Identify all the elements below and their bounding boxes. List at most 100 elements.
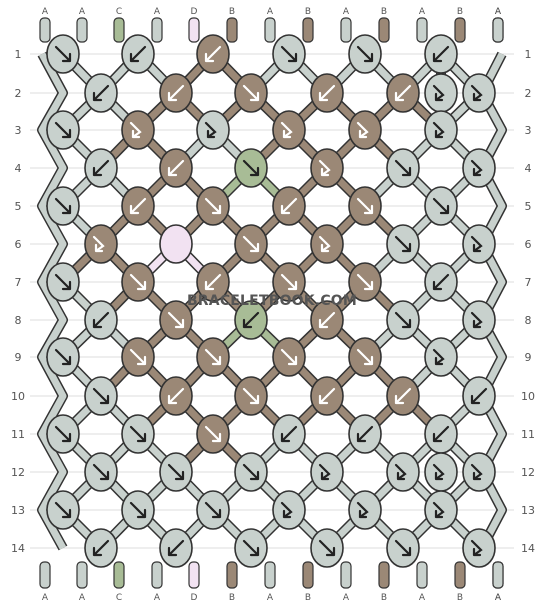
bottom-thread-label: A: [79, 593, 86, 603]
top-thread: [492, 17, 504, 43]
knot-arrow: [204, 501, 222, 519]
bottom-thread-label: A: [154, 593, 161, 603]
knot-arrow: [204, 197, 222, 215]
knot-arrow: [129, 273, 147, 291]
arrow-icon: [129, 425, 147, 443]
arrow-icon: [54, 273, 72, 291]
knot-arrow: [242, 387, 260, 405]
arrow-icon: [204, 121, 217, 139]
knot-arrow: [432, 45, 450, 63]
knot-arrow: [394, 159, 412, 177]
knot-arrow: [54, 348, 72, 366]
bottom-thread: [264, 561, 276, 589]
arrow-icon: [470, 387, 488, 405]
top-thread: [188, 17, 200, 43]
knot-arrow: [356, 273, 374, 291]
knot-arrow: [432, 501, 445, 519]
knot-arrow: [204, 425, 222, 443]
knot-arrow: [129, 348, 147, 366]
arrow-icon: [318, 387, 336, 405]
knot-arrow: [432, 273, 450, 291]
bottom-thread: [76, 561, 88, 589]
knot-arrow: [204, 121, 217, 139]
arrow-icon: [280, 121, 293, 139]
arrow-icon: [432, 84, 445, 102]
arrow-icon: [242, 539, 260, 557]
bottom-thread: [226, 561, 238, 589]
arrow-icon: [242, 84, 260, 102]
bottom-thread: [378, 561, 390, 589]
row-label-right: 14: [521, 542, 535, 555]
row-label-left: 11: [11, 428, 25, 441]
arrow-icon: [394, 84, 412, 102]
arrow-icon: [356, 45, 374, 63]
arrow-icon: [432, 463, 445, 481]
row-label-left: 4: [15, 162, 22, 175]
bottom-thread-label: B: [229, 593, 235, 603]
knot-arrow: [318, 387, 336, 405]
row-label-left: 2: [15, 87, 22, 100]
bottom-thread-label: D: [191, 593, 198, 603]
knot-arrow: [129, 121, 142, 139]
knot-arrow: [318, 463, 331, 481]
arrow-icon: [54, 121, 72, 139]
knot-arrow: [92, 159, 110, 177]
arrow-icon: [54, 348, 72, 366]
arrow-icon: [432, 425, 450, 443]
row-label-left: 3: [15, 124, 22, 137]
knot-arrow: [470, 463, 483, 481]
row-label-left: 7: [15, 276, 22, 289]
row-label-left: 13: [11, 504, 25, 517]
row-label-left: 5: [15, 200, 22, 213]
top-thread-label: A: [79, 7, 86, 17]
top-thread: [151, 17, 163, 43]
arrow-icon: [432, 121, 445, 139]
top-thread: [76, 17, 88, 43]
knot-arrow: [204, 45, 222, 63]
knot-arrow: [167, 387, 185, 405]
top-thread: [39, 17, 51, 43]
arrow-icon: [432, 273, 450, 291]
arrow-icon: [54, 501, 72, 519]
arrow-icon: [129, 273, 147, 291]
top-thread-label: B: [305, 7, 311, 17]
knot-arrow: [280, 501, 293, 519]
arrow-icon: [394, 235, 412, 253]
arrow-icon: [280, 197, 298, 215]
arrow-icon: [242, 463, 260, 481]
top-thread-label: A: [495, 7, 502, 17]
knot-arrow: [242, 84, 260, 102]
arrow-icon: [432, 501, 445, 519]
arrow-icon: [280, 273, 298, 291]
arrow-icon: [394, 539, 412, 557]
arrow-icon: [432, 45, 450, 63]
knot-arrow: [432, 463, 445, 481]
knot-arrow: [356, 348, 374, 366]
top-thread-label: A: [42, 7, 49, 17]
top-thread: [302, 17, 314, 43]
knot-arrow: [394, 235, 412, 253]
knot-arrow: [356, 501, 369, 519]
arrow-icon: [204, 45, 222, 63]
arrow-icon: [470, 463, 483, 481]
arrow-icon: [432, 348, 445, 366]
knot-arrow: [167, 159, 185, 177]
bottom-thread-label: A: [42, 593, 49, 603]
arrow-icon: [54, 197, 72, 215]
top-thread: [113, 17, 125, 43]
knot-arrow: [280, 197, 298, 215]
knot-arrow: [394, 539, 412, 557]
knot-arrow: [318, 159, 331, 177]
bottom-thread: [454, 561, 466, 589]
knot-arrow: [432, 425, 450, 443]
arrow-icon: [167, 387, 185, 405]
knot-arrow: [280, 121, 293, 139]
row-label-right: 8: [525, 314, 532, 327]
arrow-icon: [318, 539, 336, 557]
arrow-icon: [204, 501, 222, 519]
row-label-left: 6: [15, 238, 22, 251]
knot-arrow: [92, 387, 110, 405]
row-label-left: 12: [11, 466, 25, 479]
arrow-icon: [242, 159, 260, 177]
row-label-right: 6: [525, 238, 532, 251]
